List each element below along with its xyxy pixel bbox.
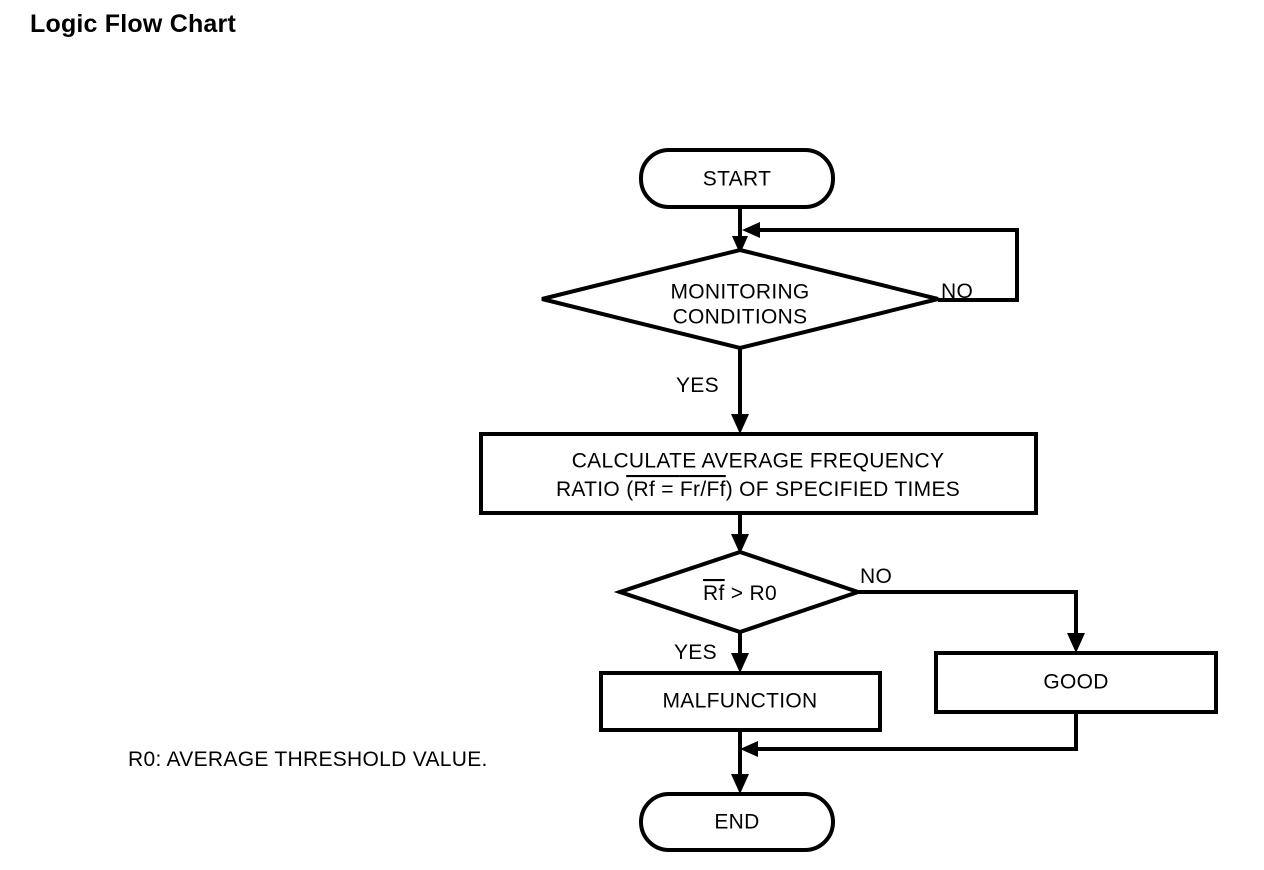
edge-start-to-monitoring	[732, 207, 748, 254]
compare-decision-shape	[613, 549, 865, 635]
compare-label-rest: > R0	[725, 582, 777, 605]
node-malfunction[interactable]: MALFUNCTION	[599, 671, 882, 732]
node-good[interactable]: GOOD	[934, 651, 1218, 714]
arrowhead-icon	[732, 236, 748, 254]
edge-label-monitoring-yes: YES	[676, 374, 719, 397]
compare-label: Rf > R0	[703, 582, 777, 605]
node-monitoring-conditions[interactable]: MONITORING CONDITIONS	[541, 247, 939, 351]
node-start[interactable]: START	[639, 148, 835, 209]
arrowhead-icon	[731, 414, 749, 434]
edge-good-to-end-merge	[740, 712, 1078, 757]
malfunction-shape	[599, 671, 882, 732]
end-label: END	[714, 811, 759, 834]
calculate-shape	[479, 432, 1038, 515]
good-label: GOOD	[1043, 671, 1108, 694]
arrowhead-icon	[731, 653, 749, 673]
monitoring-label-line2: CONDITIONS	[673, 306, 808, 329]
malfunction-label: MALFUNCTION	[663, 690, 818, 713]
node-compare[interactable]: Rf > R0	[613, 549, 865, 635]
arrowhead-icon	[731, 534, 749, 554]
node-end[interactable]: END	[639, 792, 835, 852]
monitoring-label-line1: MONITORING	[670, 281, 809, 304]
arrowhead-icon	[1067, 633, 1085, 653]
calculate-label-line1: CALCULATE AVERAGE FREQUENCY	[572, 450, 945, 473]
arrowhead-icon	[742, 222, 760, 238]
page-title: Logic Flow Chart	[30, 10, 236, 38]
edge-monitoring-no-loopback	[742, 222, 1019, 302]
edge-compare-yes-to-malfunction	[731, 632, 749, 673]
calculate-label-ratio: RATIO	[556, 478, 626, 501]
edge-label-monitoring-no: NO	[941, 280, 973, 303]
edge-monitoring-yes-to-calculate	[731, 348, 749, 434]
start-label: START	[703, 168, 771, 191]
arrowhead-icon	[740, 741, 758, 757]
calculate-label-frff: Fr/Ff	[680, 478, 726, 501]
edge-label-compare-yes: YES	[674, 641, 717, 664]
good-shape	[934, 651, 1218, 714]
edge-compare-no-to-good	[858, 590, 1085, 653]
edge-label-compare-no: NO	[860, 565, 892, 588]
calculate-label-tail: ) OF SPECIFIED TIMES	[726, 478, 960, 501]
footnote-threshold-note: R0: AVERAGE THRESHOLD VALUE.	[128, 748, 488, 771]
compare-label-rf: Rf	[703, 582, 725, 605]
start-shape	[639, 148, 835, 209]
edge-malfunction-to-end	[731, 730, 749, 794]
node-calculate[interactable]: CALCULATE AVERAGE FREQUENCY RATIO (Rf = …	[479, 432, 1038, 515]
edge-calculate-to-compare	[731, 513, 749, 554]
end-shape	[639, 792, 835, 852]
calculate-label-line2: RATIO (Rf = Fr/Ff) OF SPECIFIED TIMES	[556, 478, 960, 501]
arrowhead-icon	[731, 774, 749, 794]
monitoring-decision-shape	[541, 247, 939, 351]
calculate-label-rf: (Rf =	[626, 478, 680, 501]
